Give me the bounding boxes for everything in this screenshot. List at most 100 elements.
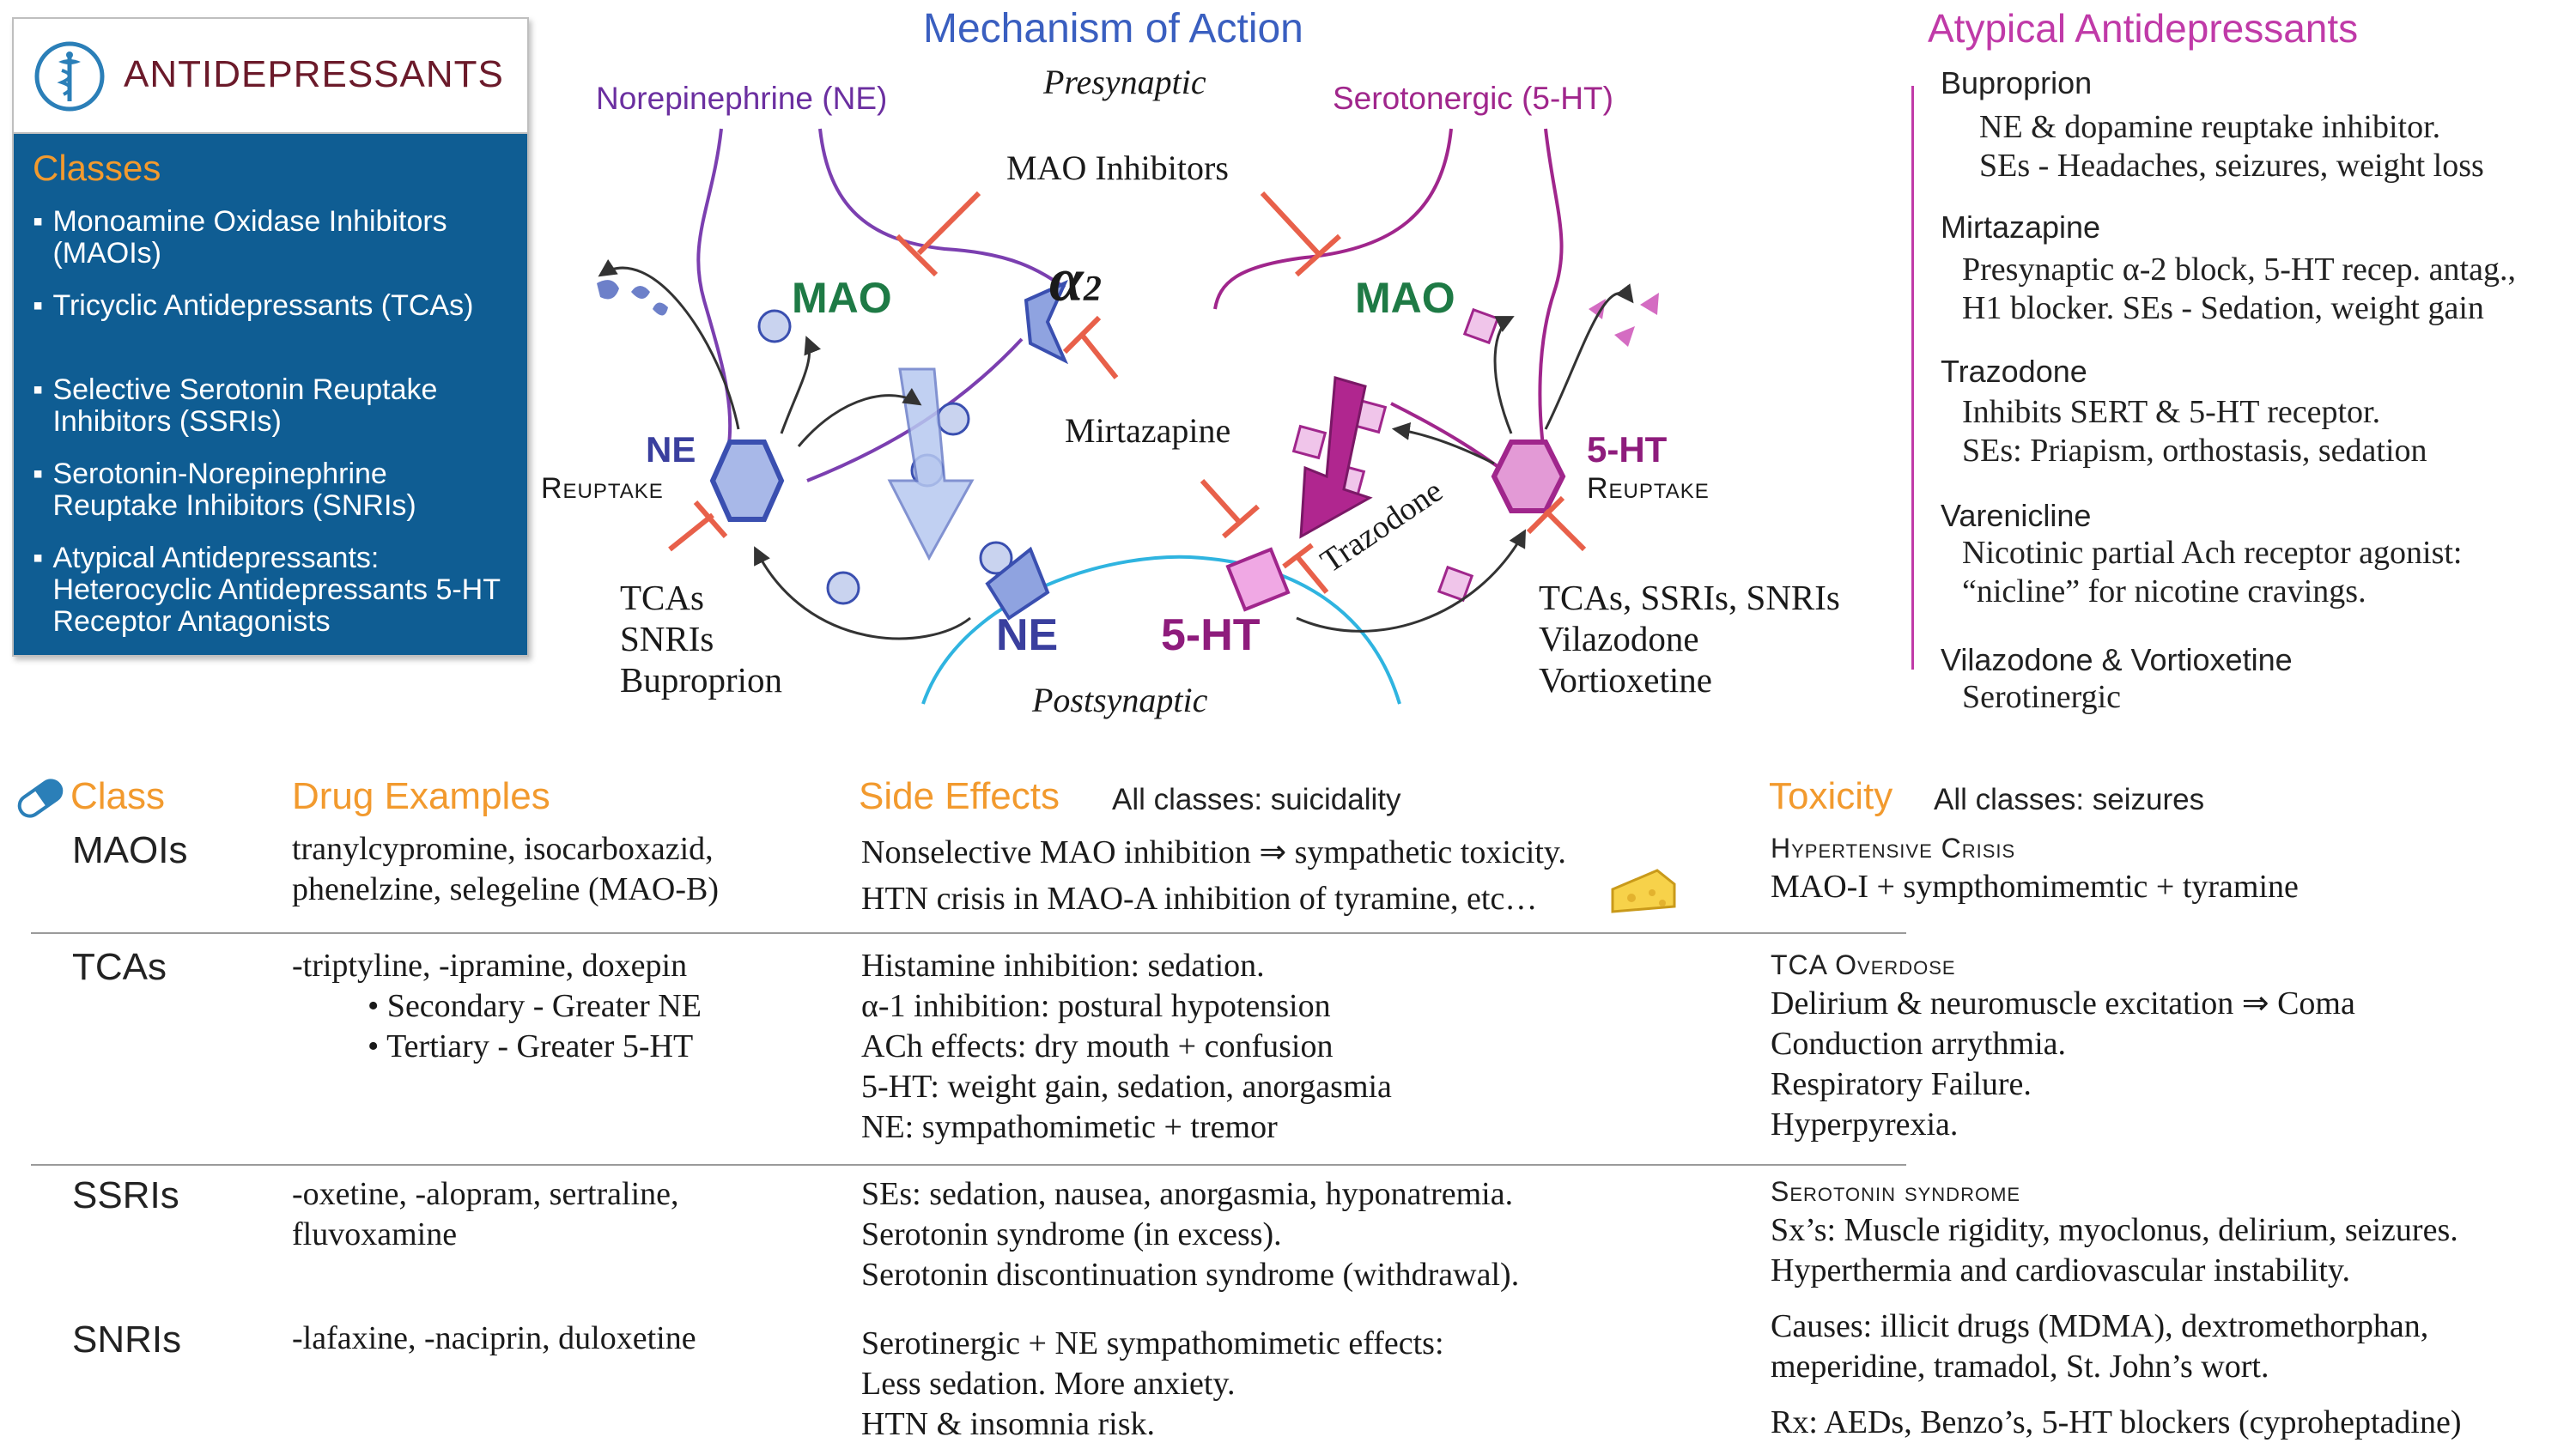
mao-right-label: MAO xyxy=(1355,274,1455,322)
header-class: Class xyxy=(70,775,166,817)
postsynaptic-membrane xyxy=(921,555,1401,705)
toxicity-heading: Hypertensive Crisis xyxy=(1771,833,2016,864)
postsynaptic-label: Postsynaptic xyxy=(1032,681,1208,719)
ne-metabolite xyxy=(631,286,650,299)
ne-neuron-label: Norepinephrine (NE) xyxy=(596,81,888,116)
atypical-drug-desc: Inhibits SERT & 5-HT receptor.SEs: Priap… xyxy=(1962,394,2427,469)
class-item-tcas: ▪ Tricyclic Antidepressants (TCAs) xyxy=(33,289,474,322)
ht-neuron-outline-right xyxy=(1538,128,1564,464)
ne-molecule xyxy=(826,571,860,605)
mao-inhibitor-bar-right xyxy=(1260,191,1321,256)
classes-panel: ANTIDEPRESSANTS Classes ▪ Monoamine Oxid… xyxy=(12,17,529,657)
row-side-effects: Nonselective MAO inhibition ⇒ sympatheti… xyxy=(861,834,1566,917)
atypical-title: Atypical Antidepressants xyxy=(1928,6,2359,51)
mirtazapine-bar xyxy=(1079,333,1119,379)
ht-molecule xyxy=(1437,565,1474,603)
row-toxicity: Delirium & neuromuscle excitation ⇒ Coma… xyxy=(1771,985,2355,1143)
header-toxicity: Toxicity xyxy=(1769,775,1893,817)
ne-reuptake-arrow xyxy=(754,546,971,640)
class-item-atypical: ▪ Atypical Antidepressants: Heterocyclic… xyxy=(33,542,501,638)
ht-recycle-arrow xyxy=(1493,316,1515,434)
ne-flow-arrow xyxy=(797,387,922,447)
ht-reuptake-arrow xyxy=(1296,529,1527,633)
class-item-ssris: ▪ Selective Serotonin Reuptake Inhibitor… xyxy=(33,373,438,438)
atypical-drug-name: Vilazodone & Vortioxetine xyxy=(1941,642,2293,677)
classes-panel-header: ANTIDEPRESSANTS xyxy=(14,19,527,134)
atypical-drug-name: Buproprion xyxy=(1941,65,2093,100)
atypical-divider xyxy=(1911,86,1914,670)
ne-reuptake-title: NE xyxy=(646,429,696,470)
ht-neuron-axon xyxy=(1390,402,1513,478)
row-side-effects: Serotinergic + NE sympathomimetic effect… xyxy=(861,1325,1444,1442)
header-drug-examples: Drug Examples xyxy=(292,775,550,817)
mao-inhibitors-label: MAO Inhibitors xyxy=(1006,149,1229,187)
mechanism-diagram xyxy=(597,128,1659,705)
ht-reuptake-transporter xyxy=(1491,440,1566,513)
atypical-drug-name: Mirtazapine xyxy=(1941,209,2101,245)
ht-neuron-label: Serotonergic (5-HT) xyxy=(1333,81,1613,116)
row-class-tcas: TCAs xyxy=(72,946,167,988)
row-class-ssris: SSRIs xyxy=(72,1174,179,1216)
ne-molecule xyxy=(757,309,792,343)
ne-postsynaptic-receptor xyxy=(985,546,1050,621)
ne-molecule xyxy=(936,402,970,436)
alpha2-label: α2 xyxy=(1049,246,1102,314)
ht-receptor-label: 5-HT xyxy=(1161,610,1261,660)
row-drugs: -lafaxine, -naciprin, duloxetine xyxy=(292,1320,696,1356)
row-class-maois: MAOIs xyxy=(72,829,188,871)
class-item-snris: ▪ Serotonin-Norepinephrine Reuptake Inhi… xyxy=(33,458,416,522)
atypical-drug-desc: Nicotinic partial Ach receptor agonist:“… xyxy=(1962,535,2463,609)
ht-metabolite xyxy=(1589,299,1606,319)
classes-panel-title: ANTIDEPRESSANTS xyxy=(124,53,504,95)
ht-reuptake-drugs: TCAs, SSRIs, SNRIs Vilazodone Vortioxeti… xyxy=(1539,578,1840,700)
ht-reuptake-block-bar xyxy=(1543,508,1587,552)
mirtazapine-bar-ht xyxy=(1200,478,1243,526)
presynaptic-label: Presynaptic xyxy=(1043,63,1206,101)
caduceus-icon xyxy=(34,41,105,112)
row-divider xyxy=(31,932,1906,934)
row-drugs: tranylcypromine, isocarboxazid,phenelzin… xyxy=(292,831,719,907)
ht-metabolite xyxy=(1614,326,1635,347)
side-effects-note: All classes: suicidality xyxy=(1112,783,1401,816)
pill-icon xyxy=(17,779,64,818)
row-toxicity: MAO-I + sympthomimemtic + tyramine xyxy=(1771,869,2299,905)
alpha2-receptor xyxy=(1024,280,1069,365)
ht-postsynaptic-receptor xyxy=(1225,547,1291,612)
row-side-effects: Histamine inhibition: sedation.α-1 inhib… xyxy=(861,948,1392,1145)
ht-degradation-arrow xyxy=(1544,283,1634,430)
ne-reuptake-block-bar xyxy=(668,512,714,552)
ne-metabolite xyxy=(653,302,668,316)
ht-reuptake-title: 5-HT xyxy=(1587,429,1668,470)
row-toxicity: Sx’s: Muscle rigidity, myoclonus, deliri… xyxy=(1771,1212,2462,1440)
cheese-icon xyxy=(1611,869,1676,913)
toxicity-heading: TCA Overdose xyxy=(1771,949,1956,980)
ht-neuron-outline-left xyxy=(1213,128,1453,310)
atypical-drug-name: Varenicline xyxy=(1941,498,2092,533)
ne-release-arrow xyxy=(887,367,975,561)
ht-metabolite xyxy=(1640,293,1659,315)
ne-reuptake-drugs: TCAs SNRIs Buproprion xyxy=(620,578,783,700)
row-drugs: -oxetine, -alopram, sertraline,fluvoxami… xyxy=(292,1176,679,1252)
ht-release-arrow xyxy=(1299,376,1373,539)
ht-reuptake-label: Reuptake xyxy=(1587,472,1710,505)
mao-left-label: MAO xyxy=(792,274,892,322)
atypical-drug-desc: NE & dopamine reuptake inhibitor.SEs - H… xyxy=(1979,109,2484,184)
mechanism-title: Mechanism of Action xyxy=(923,6,1303,52)
toxicity-heading: Serotonin syndrome xyxy=(1771,1176,2021,1207)
class-item-maois: ▪ Monoamine Oxidase Inhibitors (MAOIs) xyxy=(33,205,447,270)
classes-label: Classes xyxy=(33,148,161,188)
ne-metabolite xyxy=(597,280,619,300)
ne-reuptake-label: Reuptake xyxy=(541,472,664,505)
ne-recycle-arrow xyxy=(780,336,821,434)
atypical-drug-desc: Serotinergic xyxy=(1962,679,2122,715)
row-class-snris: SNRIs xyxy=(72,1319,182,1361)
ht-flow-arrow xyxy=(1391,421,1495,465)
ne-degradation-arrow xyxy=(598,258,740,430)
trazodone-bar xyxy=(1296,556,1329,594)
row-side-effects: SEs: sedation, nausea, anorgasmia, hypon… xyxy=(861,1176,1520,1293)
ne-molecule xyxy=(979,541,1013,575)
toxicity-note: All classes: seizures xyxy=(1934,783,2205,816)
ht-molecule xyxy=(1291,424,1327,460)
atypical-drug-desc: Presynaptic α-2 block, 5-HT recep. antag… xyxy=(1962,252,2516,326)
ne-reuptake-transporter xyxy=(709,440,785,522)
